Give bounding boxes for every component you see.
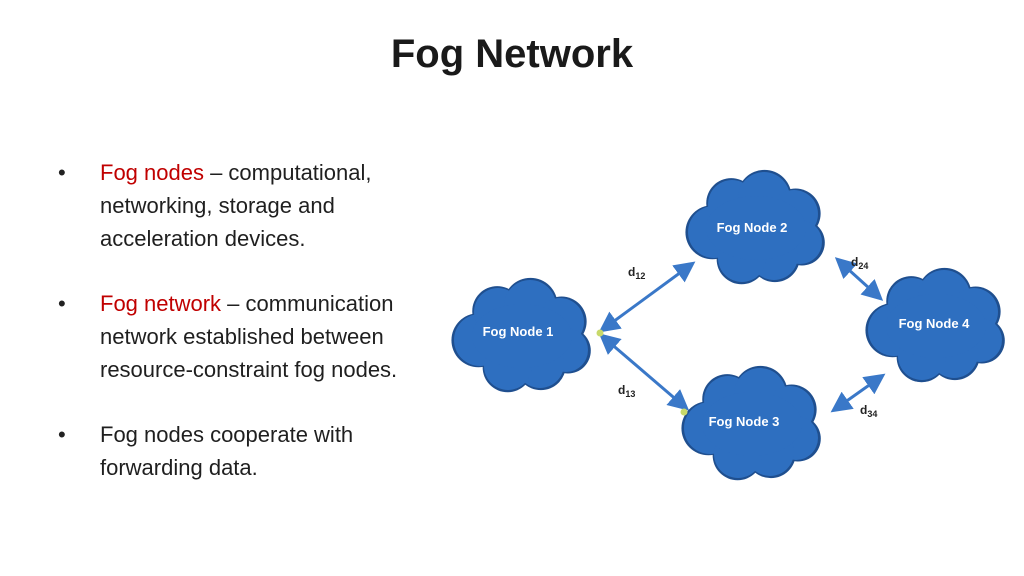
- bullet-item: • Fog nodes cooperate with forwarding da…: [58, 418, 458, 484]
- bullet-text: – communication network established betw…: [100, 291, 398, 382]
- bullet-text: Fog nodes cooperate with forwarding data…: [100, 422, 354, 480]
- bullet-text: – computational, networking, storage and…: [100, 160, 372, 251]
- edge-label-d13: d13: [618, 383, 635, 399]
- edge-label-d34: d34: [860, 403, 877, 419]
- node-label: Fog Node 2: [717, 220, 788, 235]
- node-label: Fog Node 3: [709, 414, 780, 429]
- node-label: Fog Node 1: [483, 324, 554, 339]
- bullet-dot: •: [58, 422, 66, 447]
- edge-n1-n3: [598, 333, 690, 411]
- cloud-node-4: Fog Node 4: [865, 267, 1005, 383]
- cloud-node-3: Fog Node 3: [681, 365, 821, 481]
- bullet-term: Fog nodes: [100, 160, 204, 185]
- edge-label-d24: d24: [851, 255, 868, 271]
- bullet-list: • Fog nodes – computational, networking,…: [58, 156, 458, 516]
- bullet-item: • Fog nodes – computational, networking,…: [58, 156, 458, 255]
- edge-label-d12: d12: [628, 265, 645, 281]
- slide-title: Fog Network: [390, 32, 634, 76]
- cloud-node-1: Fog Node 1: [451, 277, 591, 393]
- edge-n2-n4: [834, 257, 884, 301]
- edge-n1-n2: [598, 261, 696, 333]
- bullet-dot: •: [58, 291, 66, 316]
- bullet-term: Fog network: [100, 291, 222, 316]
- bullet-item: • Fog network – communication network es…: [58, 287, 458, 386]
- edge-n3-n4: [830, 373, 886, 413]
- endpoint-dot: [680, 408, 688, 416]
- bullet-dot: •: [58, 160, 66, 185]
- edges: [598, 257, 886, 413]
- endpoint-dot: [596, 329, 604, 337]
- node-label: Fog Node 4: [899, 316, 971, 331]
- cloud-node-2: Fog Node 2: [685, 169, 825, 285]
